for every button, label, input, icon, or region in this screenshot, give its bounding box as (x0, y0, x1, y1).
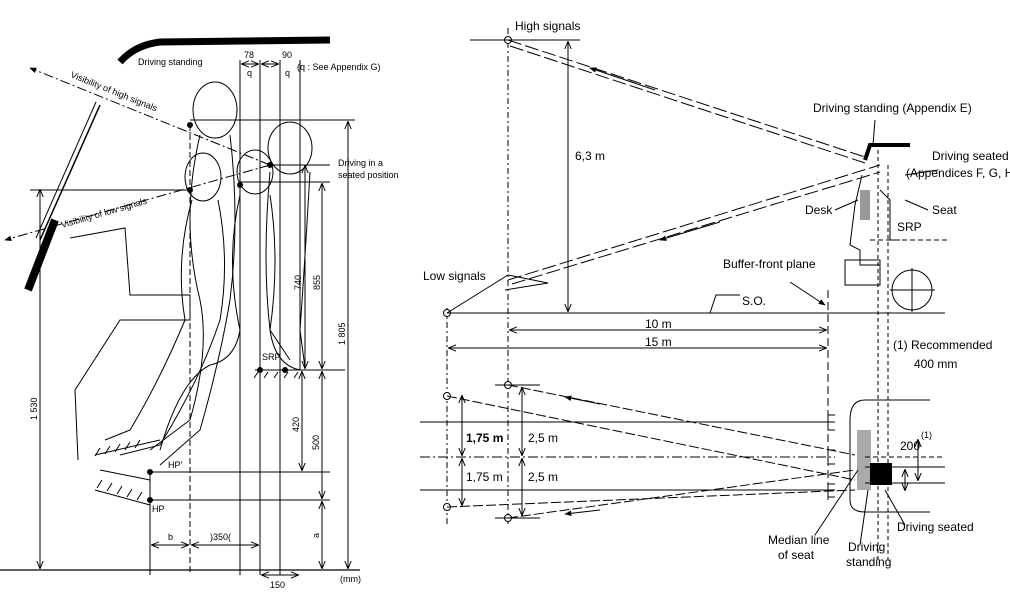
visibility-low-label: Visibility of low signals (60, 196, 149, 230)
dist-2-5m-upper: 2,5 m (528, 431, 558, 445)
desk-label: Desk (805, 203, 833, 217)
dim-200-label: 200 (900, 439, 920, 453)
median-line-label-1: Median line (768, 533, 830, 547)
dim-740-label: 740 (293, 275, 303, 290)
dim-150-label: 150 (270, 580, 285, 590)
dim-350-label: )350( (210, 532, 231, 542)
dist-2-5m-lower: 2,5 m (528, 470, 558, 484)
footnote-1-marker: (1) (921, 430, 932, 440)
dist-1-75m-lower: 1,75 m (466, 470, 503, 484)
cab-elevation (844, 143, 950, 560)
q-note: (q : See Appendix G) (297, 62, 381, 72)
driving-seated-line2: seated position (338, 170, 399, 180)
dim-855-label: 855 (312, 275, 322, 290)
high-visibility-line (29, 67, 271, 166)
dist-1-75m-upper: 1,75 m (466, 431, 503, 445)
standing-figure (149, 81, 238, 466)
windscreen (39, 104, 101, 241)
sight-line-high (507, 39, 866, 164)
hp-prime-label: HP' (168, 460, 183, 470)
seat-label: Seat (932, 203, 957, 217)
cab-roof (117, 36, 331, 65)
driving-standing-label: Driving standing (138, 57, 203, 67)
driving-standing-appendix-label: Driving standing (Appendix E) (813, 101, 972, 115)
q-label-1: q (247, 68, 252, 78)
unit-label: (mm) (340, 574, 361, 584)
driving-standing-bottom-1: Driving (848, 540, 885, 554)
dim-90-label: 90 (282, 50, 292, 60)
right-labels: High signals 6,3 m Driving standing (App… (423, 19, 1010, 569)
seated-figure-2 (159, 149, 291, 451)
driving-standing-bottom-2: standing (846, 555, 891, 569)
driving-seated-line1: Driving in a (338, 158, 383, 168)
buffer-front-label: Buffer-front plane (723, 257, 816, 271)
recommended-label-2: 400 mm (914, 357, 957, 371)
median-line-label-2: of seat (778, 548, 815, 562)
dist-15m-label: 15 m (645, 335, 672, 349)
high-signals-label: High signals (515, 19, 580, 33)
driving-seated-label-2: (Appendices F, G, H) (906, 166, 1010, 180)
dim-420-label: 420 (291, 417, 301, 432)
seat-back (265, 121, 313, 371)
dist-6-3m-label: 6,3 m (575, 149, 605, 163)
srp-right-label: SRP (897, 220, 922, 234)
dim-500-label: 500 (311, 435, 321, 450)
low-signals-label: Low signals (423, 269, 486, 283)
seated-figure-1 (104, 152, 226, 456)
windscreen-wiper (24, 218, 59, 292)
dim-1530-label: 1 530 (29, 397, 39, 420)
sight-line-low (507, 164, 881, 285)
left-panel (0, 36, 360, 575)
low-visibility-line (4, 164, 271, 241)
q-label-2: q (285, 68, 290, 78)
hp-label: HP (152, 504, 165, 514)
srp-label: SRP (262, 352, 281, 362)
cab-plan (849, 399, 945, 513)
visibility-high-label: Visibility of high signals (69, 70, 159, 114)
driving-seated-bottom: Driving seated (897, 520, 974, 534)
so-label: S.O. (742, 294, 766, 308)
dim-a-label: a (311, 533, 321, 538)
dim-78-label: 78 (244, 50, 254, 60)
dim-1805-label: 1 805 (337, 322, 347, 345)
driving-seated-label-1: Driving seated (932, 149, 1009, 163)
left-labels: Driving standing 78 90 q q (q : See Appe… (29, 50, 399, 590)
dim-b-label: b (168, 532, 173, 542)
recommended-label-1: (1) Recommended (893, 338, 992, 352)
dist-10m-label: 10 m (645, 317, 672, 331)
right-panel (420, 28, 950, 560)
